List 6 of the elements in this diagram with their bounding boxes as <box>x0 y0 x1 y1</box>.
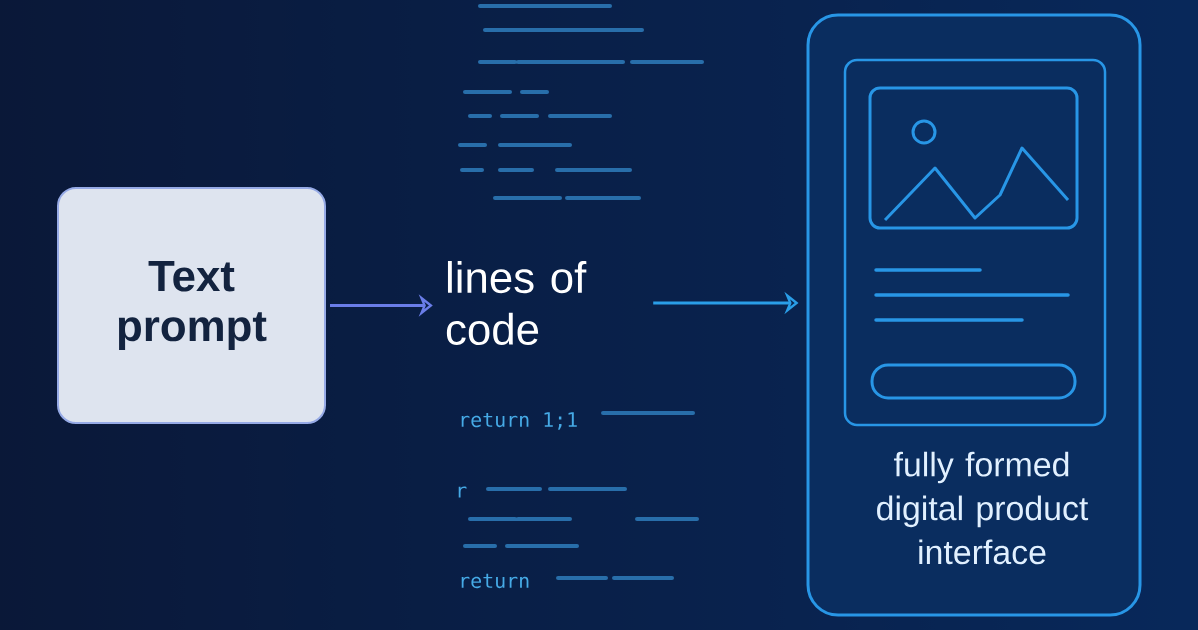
code-text: return 1;1 <box>461 412 577 430</box>
interface-caption: fully formed digital product interface <box>877 451 1089 565</box>
code-caption: lines of code <box>446 261 587 345</box>
code-text: return <box>461 573 529 589</box>
prompt-box: Text prompt <box>57 187 326 424</box>
code-text: r <box>458 486 467 498</box>
